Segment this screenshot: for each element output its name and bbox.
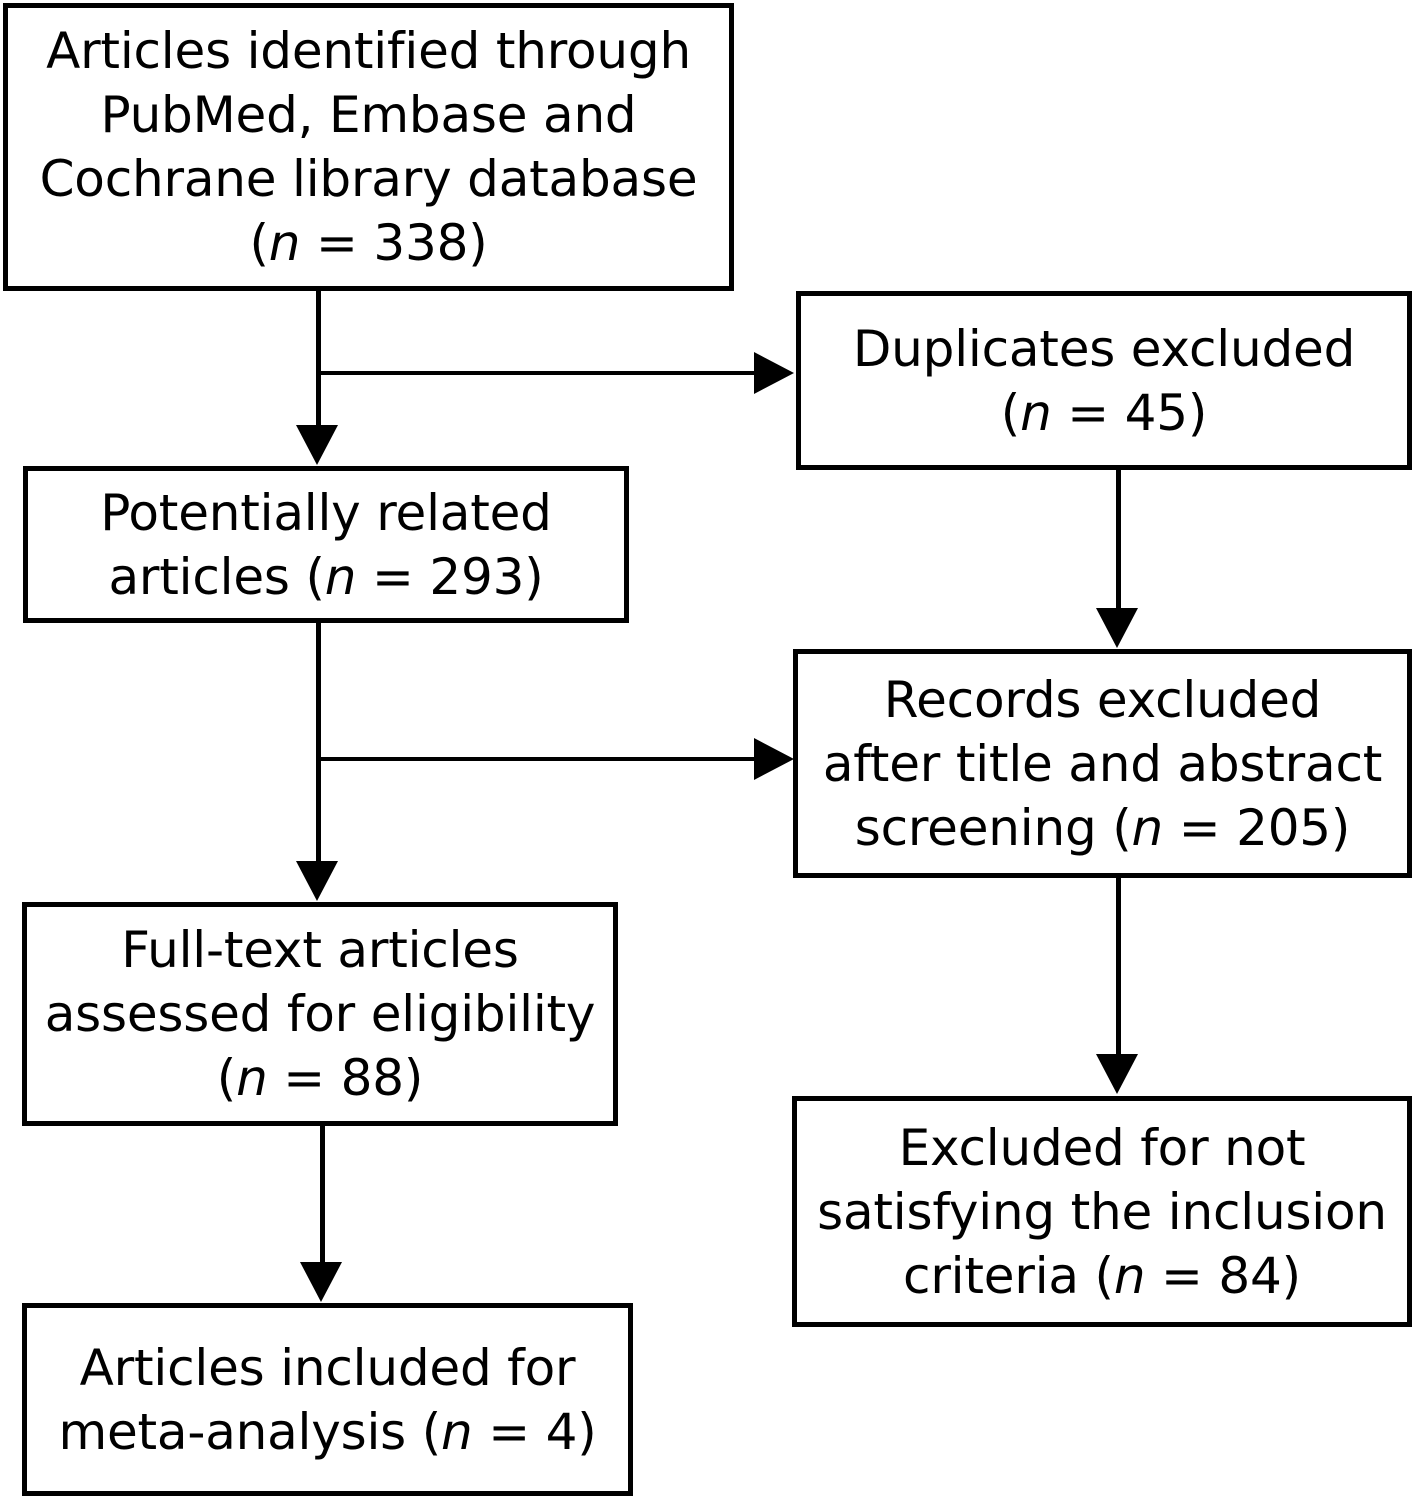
potential-line-1: Potentially related	[100, 483, 552, 542]
identified-count-value: = 338)	[300, 214, 488, 272]
node-fulltext-assessed: Full-text articles assessed for eligibili…	[22, 902, 618, 1126]
records-count-value: = 205)	[1163, 798, 1351, 857]
arrowhead-records-excluded-to-criteria	[1096, 1054, 1138, 1094]
arrowhead-duplicates-to-records-excluded	[1096, 608, 1138, 648]
potential-count-symbol: n	[324, 547, 357, 606]
fulltext-count-symbol: n	[236, 1049, 268, 1107]
potential-line-2: articles	[108, 547, 306, 606]
identified-count-prefix: (	[249, 214, 269, 272]
arrowhead-identified-to-duplicates	[754, 352, 794, 394]
fulltext-count-prefix: (	[216, 1049, 237, 1107]
connector-potential-to-fulltext-line	[316, 623, 321, 863]
fulltext-count-value: = 88)	[267, 1049, 424, 1107]
criteria-line-3: criteria	[903, 1246, 1095, 1305]
records-line-2: after title and abstract	[822, 734, 1383, 793]
identified-line-1: Articles identified through	[46, 22, 691, 80]
criteria-count-prefix: (	[1094, 1246, 1115, 1305]
connector-records-excluded-to-criteria-line	[1116, 878, 1121, 1056]
node-duplicates-excluded: Duplicates excluded(n = 45)	[796, 291, 1412, 470]
duplicates-count-symbol: n	[1020, 383, 1052, 442]
identified-line-2: PubMed, Embase and	[100, 86, 637, 144]
identified-line-3: Cochrane library database	[39, 150, 698, 208]
connector-identified-to-potential-line	[316, 291, 321, 433]
criteria-line-2: satisfying the inclusion	[817, 1182, 1387, 1241]
duplicates-line-1: Duplicates excluded	[852, 319, 1356, 378]
arrowhead-fulltext-to-included	[300, 1262, 342, 1302]
fulltext-line-2: assessed for eligibility	[44, 985, 596, 1043]
criteria-line-1: Excluded for not	[898, 1118, 1306, 1177]
node-duplicates-excluded-label: Duplicates excluded(n = 45)	[801, 317, 1407, 445]
records-count-symbol: n	[1131, 798, 1164, 857]
arrowhead-potential-to-records-excluded	[754, 738, 794, 780]
included-count-symbol: n	[441, 1402, 473, 1461]
identified-count-symbol: n	[268, 214, 301, 272]
connector-potential-to-records-excluded-line	[316, 757, 756, 761]
arrowhead-identified-to-potential	[296, 425, 338, 465]
included-line-1: Articles included for	[79, 1338, 576, 1397]
included-count-prefix: (	[421, 1402, 442, 1461]
potential-count-value: = 293)	[356, 547, 544, 606]
included-line-2: meta-analysis	[58, 1402, 422, 1461]
node-fulltext-assessed-label: Full-text articles assessed for eligibili…	[27, 918, 613, 1110]
duplicates-count-value: = 45)	[1051, 383, 1208, 442]
arrowhead-potential-to-fulltext	[296, 861, 338, 901]
fulltext-line-1: Full-text articles	[121, 921, 519, 979]
records-count-prefix: (	[1112, 798, 1132, 857]
duplicates-count-prefix: (	[1000, 383, 1021, 442]
connector-fulltext-to-included-line	[320, 1126, 325, 1265]
records-line-1: Records excluded	[883, 670, 1322, 729]
potential-count-prefix: (	[305, 547, 325, 606]
connector-duplicates-to-records-excluded-line	[1116, 470, 1121, 610]
criteria-count-value: = 84)	[1145, 1246, 1301, 1305]
criteria-count-symbol: n	[1113, 1246, 1146, 1305]
connector-identified-to-duplicates-line	[316, 371, 756, 375]
included-count-value: = 4)	[472, 1402, 597, 1461]
records-line-3: screening	[854, 798, 1113, 857]
